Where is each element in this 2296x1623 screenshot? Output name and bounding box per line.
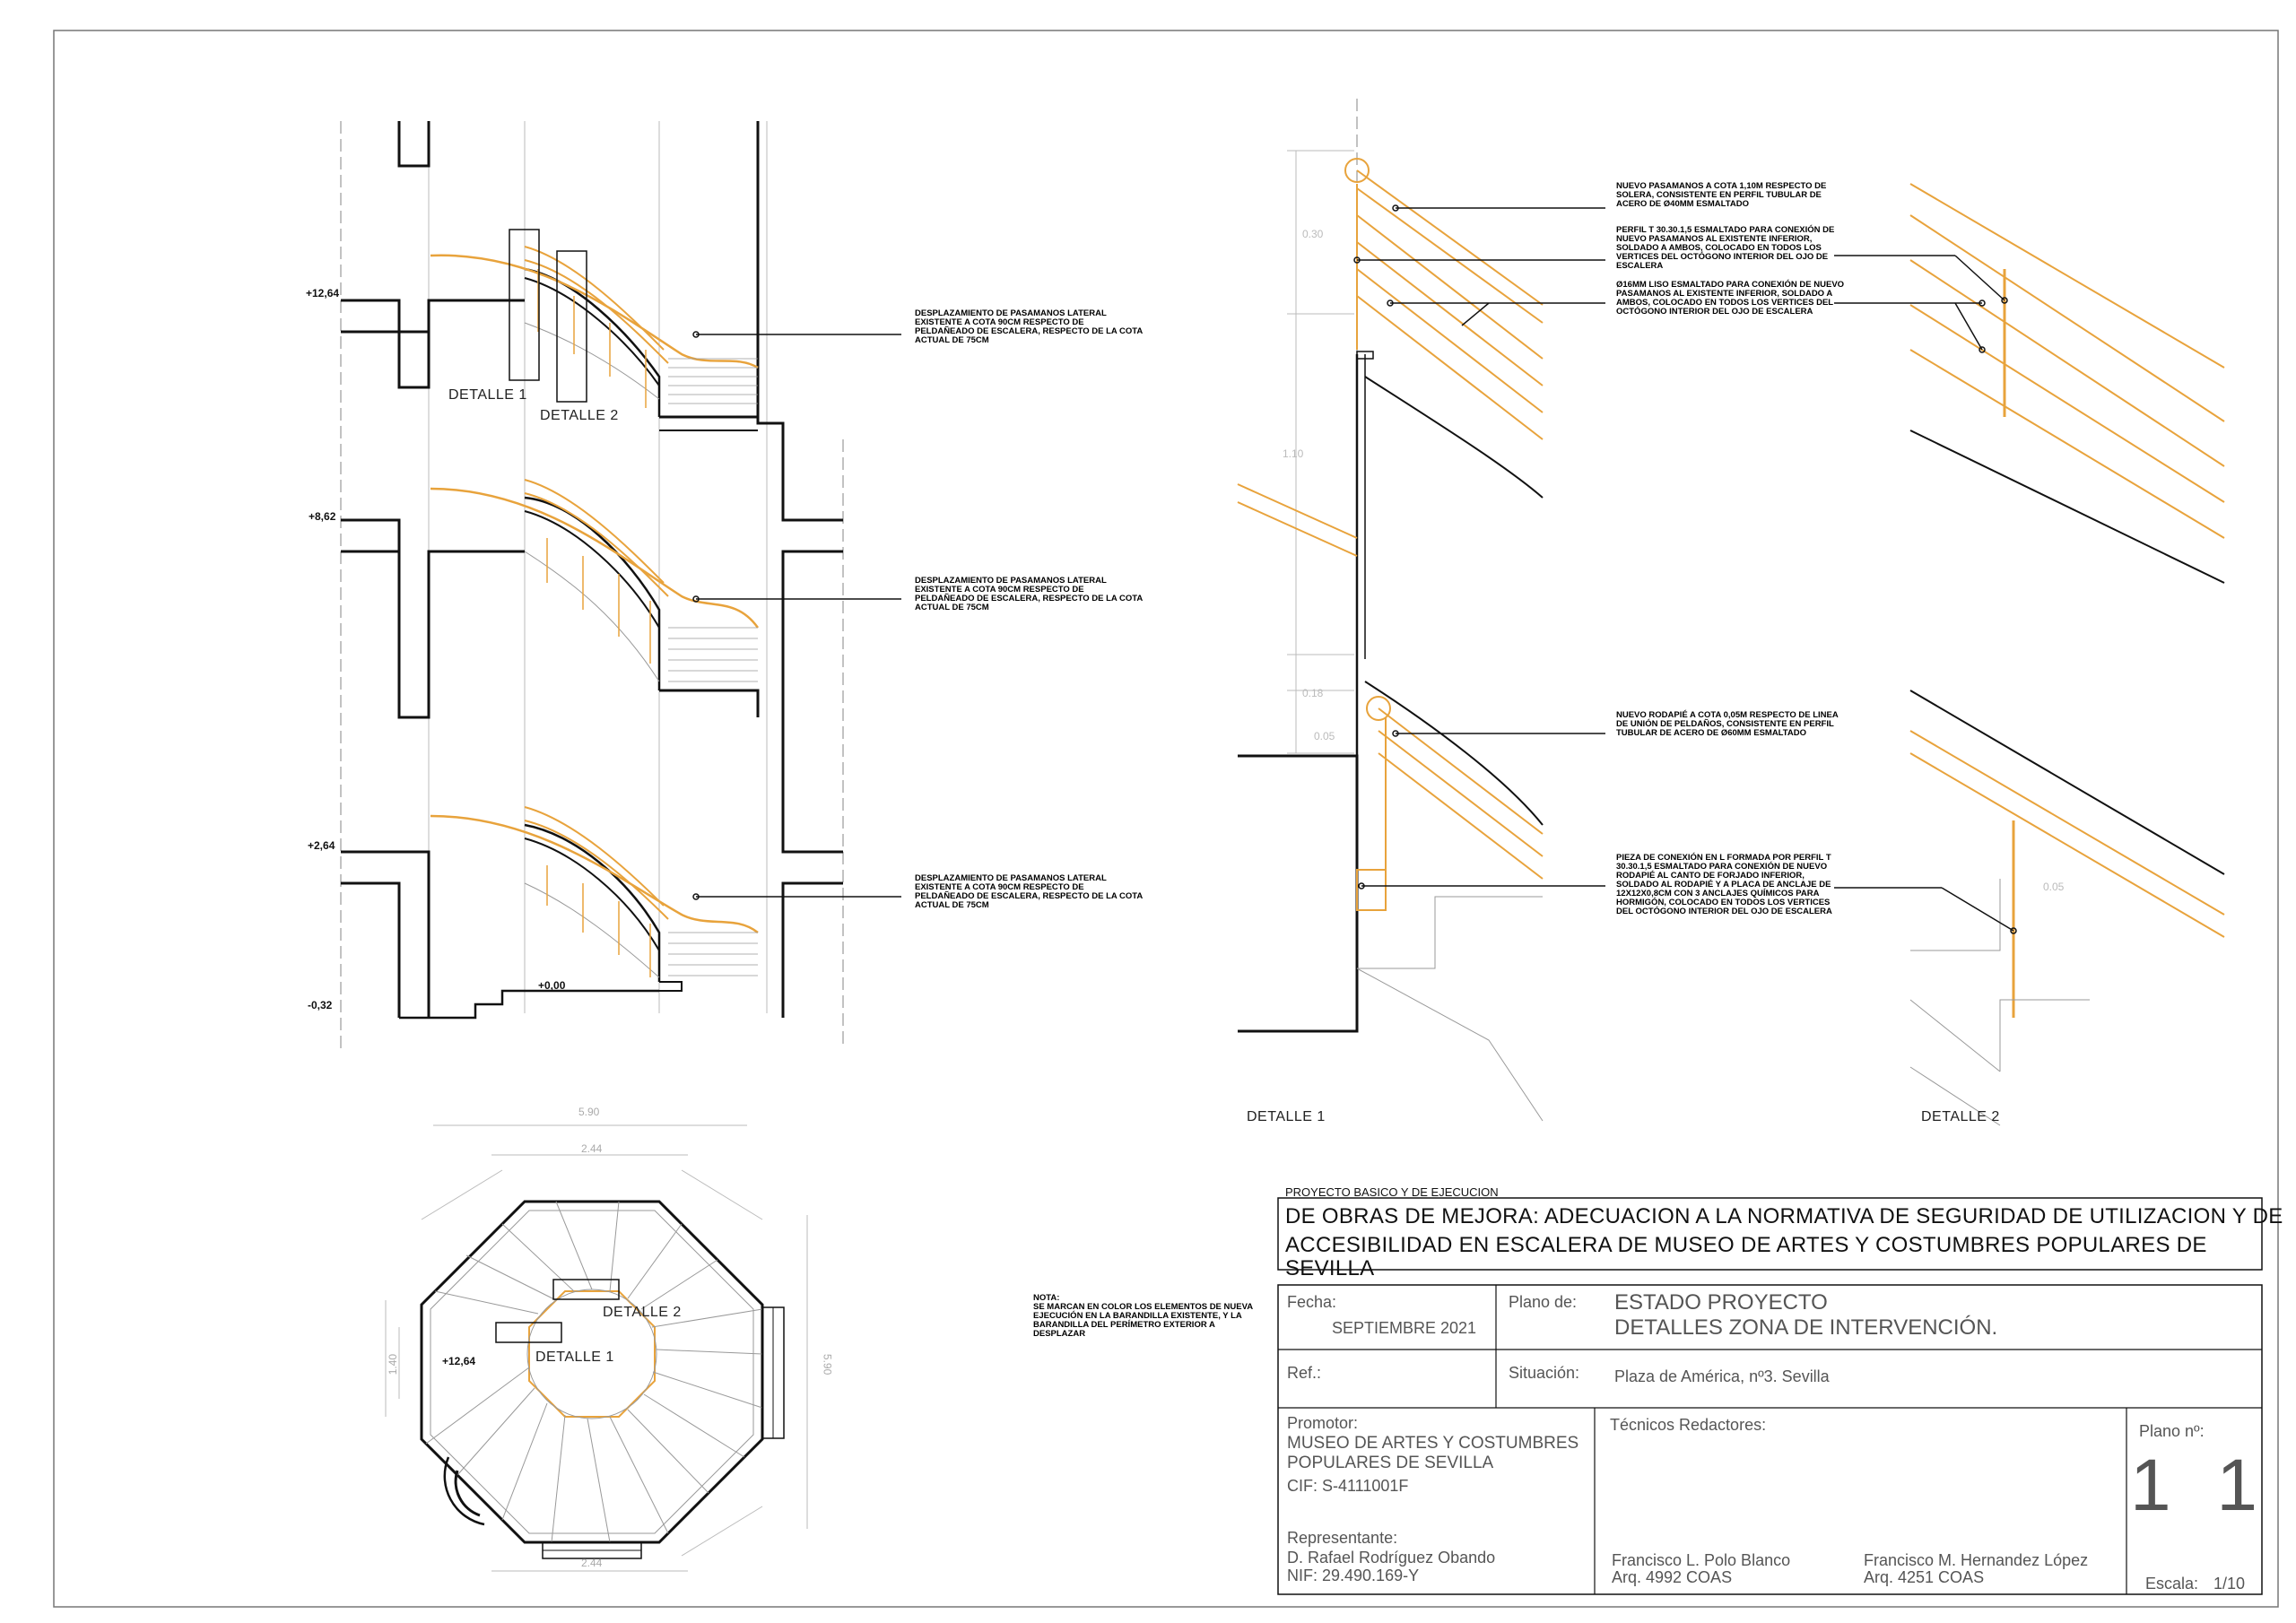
detail-dim: 1.10 bbox=[1283, 447, 1304, 460]
promotor-line1: MUSEO DE ARTES Y COSTUMBRES bbox=[1287, 1434, 1579, 1453]
flight-bottom bbox=[430, 806, 759, 982]
plan-dim-side: 2.44 bbox=[581, 1142, 603, 1155]
representante-label: Representante: bbox=[1287, 1529, 1398, 1547]
promotor-label: Promotor: bbox=[1287, 1414, 1359, 1432]
plan-dim-overall: 5.90 bbox=[578, 1106, 600, 1118]
detail-note-handrail: NUEVO PASAMANOS A COTA 1,10M RESPECTO DE… bbox=[1616, 181, 1827, 209]
level-label: -0,32 bbox=[308, 999, 333, 1011]
section-annotation-middle: DESPLAZAMIENTO DE PASAMANOS LATERAL EXIS… bbox=[915, 576, 1144, 612]
tecnico2-name: Francisco M. Hernandez López bbox=[1864, 1551, 2089, 1569]
plan-dim-right: 5.90 bbox=[821, 1353, 834, 1376]
detail-dim: 0.05 bbox=[1314, 730, 1335, 742]
project-title-line1: DE OBRAS DE MEJORA: ADECUACION A LA NORM… bbox=[1285, 1204, 2283, 1228]
section-detail2-label: DETALLE 2 bbox=[540, 408, 619, 423]
plano-no-value: 1 1 bbox=[2130, 1445, 2270, 1526]
level-label: +8,62 bbox=[309, 510, 336, 523]
detail2-frame bbox=[556, 250, 587, 403]
plan-dim-small: 1.40 bbox=[387, 1353, 400, 1376]
flight-middle bbox=[430, 479, 760, 690]
plan-detail2-label: DETALLE 2 bbox=[603, 1305, 682, 1320]
detail-view-detail1-label: DETALLE 1 bbox=[1247, 1109, 1326, 1124]
fecha-value: SEPTIEMBRE 2021 bbox=[1332, 1319, 1477, 1337]
tecnico2-arq: Arq. 4251 COAS bbox=[1864, 1568, 1985, 1586]
detail-view bbox=[1237, 99, 2225, 1126]
detail-note-connection: PIEZA DE CONEXIÓN EN L FORMADA POR PERFI… bbox=[1616, 853, 1832, 916]
plan-level-label: +12,64 bbox=[442, 1355, 476, 1367]
sheet-frame bbox=[53, 30, 2279, 1608]
fecha-label: Fecha: bbox=[1287, 1293, 1337, 1311]
escala-value: 1/10 bbox=[2213, 1575, 2246, 1593]
plano-de-label: Plano de: bbox=[1509, 1293, 1578, 1311]
representante-nif: NIF: 29.490.169-Y bbox=[1287, 1567, 1420, 1584]
detail-note-skirting: NUEVO RODAPIÉ A COTA 0,05M RESPECTO DE L… bbox=[1616, 710, 1839, 738]
representante-name: D. Rafael Rodríguez Obando bbox=[1287, 1549, 1496, 1567]
escala-label: Escala: bbox=[2145, 1575, 2199, 1593]
stair-plan bbox=[385, 1124, 808, 1572]
level-label: +12,64 bbox=[306, 287, 340, 299]
promotor-line2: POPULARES DE SEVILLA bbox=[1287, 1454, 1494, 1472]
title-block-frame bbox=[1277, 1197, 2263, 1595]
level-label: +0,00 bbox=[538, 979, 566, 992]
project-kind: PROYECTO BASICO Y DE EJECUCION bbox=[1285, 1185, 1499, 1199]
detail-view-detail2-label: DETALLE 2 bbox=[1921, 1109, 2000, 1124]
tecnico1-arq: Arq. 4992 COAS bbox=[1612, 1568, 1733, 1586]
detail-note-t-profile: PERFIL T 30.30.1,5 ESMALTADO PARA CONEXI… bbox=[1616, 225, 1835, 271]
general-note: NOTA: SE MARCAN EN COLOR LOS ELEMENTOS D… bbox=[1033, 1293, 1254, 1339]
flight-top bbox=[430, 246, 759, 417]
project-title-line2: ACCESIBILIDAD EN ESCALERA DE MUSEO DE AR… bbox=[1285, 1233, 2207, 1281]
section-annotation-bottom: DESPLAZAMIENTO DE PASAMANOS LATERAL EXIS… bbox=[915, 873, 1144, 910]
plan-detail2-frame bbox=[552, 1279, 620, 1300]
tecnico1-name: Francisco L. Polo Blanco bbox=[1612, 1551, 1791, 1569]
plan-dim-side-bottom: 2.44 bbox=[581, 1557, 603, 1569]
tecnicos-label: Técnicos Redactores: bbox=[1610, 1416, 1767, 1434]
plan-detail1-label: DETALLE 1 bbox=[535, 1350, 614, 1365]
plano-de-line2: DETALLES ZONA DE INTERVENCIÓN. bbox=[1614, 1315, 1998, 1340]
cif: CIF: S-4111001F bbox=[1287, 1477, 1409, 1495]
plano-de-line1: ESTADO PROYECTO bbox=[1614, 1290, 1828, 1315]
plano-no-label: Plano nº: bbox=[2139, 1422, 2205, 1440]
section-annotation-top: DESPLAZAMIENTO DE PASAMANOS LATERAL EXIS… bbox=[915, 308, 1144, 345]
detail-note-rod: Ø16MM LISO ESMALTADO PARA CONEXIÓN DE NU… bbox=[1616, 280, 1845, 317]
stair-section bbox=[340, 121, 901, 1049]
section-detail1-label: DETALLE 1 bbox=[448, 387, 527, 403]
detail-dim: 0.18 bbox=[1302, 687, 1324, 699]
plan-detail1-frame bbox=[495, 1322, 562, 1343]
situacion-label: Situación: bbox=[1509, 1364, 1580, 1382]
ref-label: Ref.: bbox=[1287, 1364, 1322, 1382]
detail1-frame bbox=[509, 229, 540, 381]
level-label: +2,64 bbox=[308, 839, 335, 852]
detail-dim: 0.05 bbox=[2043, 881, 2065, 893]
situacion-value: Plaza de América, nº3. Sevilla bbox=[1614, 1367, 1830, 1385]
detail-dim: 0.30 bbox=[1302, 228, 1324, 240]
